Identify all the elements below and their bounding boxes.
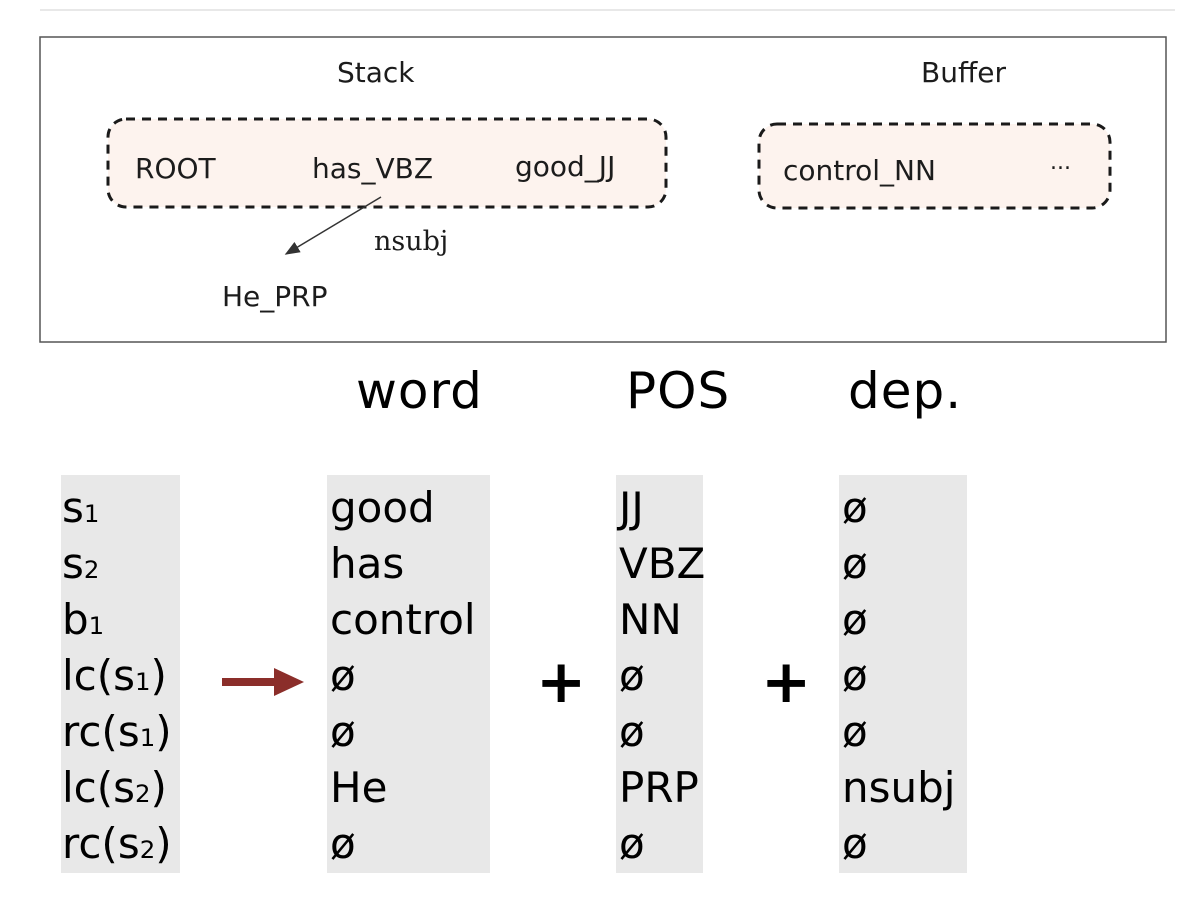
stack-box [106,117,668,209]
header-word: word [356,362,483,420]
buffer-item-ellipsis: ... [1050,150,1071,175]
dep-column [839,475,967,873]
parser-configuration-diagram: Stack Buffer ROOT has_VBZ good_JJ contro… [30,0,1175,368]
feature-label: rc(s1) [62,707,172,756]
pos-value: PRP [619,763,699,812]
header-dep: dep. [848,362,963,420]
pos-value: ø [619,707,645,756]
pos-value: NN [619,595,682,644]
feature-label: lc(s1) [62,651,167,700]
stack-item-good: good_JJ [515,150,616,183]
dep-value: ø [842,707,868,756]
dep-value: nsubj [842,763,956,812]
word-value: good [330,483,435,532]
dep-value: ø [842,483,868,532]
feature-label: s1 [62,483,100,532]
stack-title: Stack [337,56,415,89]
word-value: control [330,595,476,644]
plus-sign: + [536,647,587,717]
feature-label: s2 [62,539,100,588]
pos-value: VBZ [619,539,706,588]
right-arrow-icon [222,668,304,696]
buffer-title: Buffer [921,56,1006,89]
pos-value: ø [619,651,645,700]
buffer-item-control: control_NN [783,154,936,187]
arc-label: nsubj [374,226,449,257]
pos-value: ø [619,819,645,868]
nsubj-arc-arrow [284,196,382,255]
word-column [327,475,490,873]
feature-label: b1 [62,595,105,644]
stack-item-has: has_VBZ [312,152,434,185]
plus-sign: + [761,647,812,717]
pos-value: JJ [619,483,644,532]
word-value: has [330,539,405,588]
word-value: ø [330,707,356,756]
dep-value: ø [842,539,868,588]
word-value: He [330,763,388,812]
pos-column [616,475,703,873]
word-value: ø [330,651,356,700]
dep-value: ø [842,819,868,868]
dep-value: ø [842,595,868,644]
header-pos: POS [626,362,731,420]
stack-item-root: ROOT [135,152,216,185]
feature-column [61,475,180,873]
word-value: ø [330,819,356,868]
dep-value: ø [842,651,868,700]
diagram-graphics [39,9,1175,343]
buffer-box [757,122,1112,210]
feature-label: rc(s2) [62,819,172,868]
feature-label: lc(s2) [62,763,167,812]
child-node: He_PRP [222,280,328,313]
